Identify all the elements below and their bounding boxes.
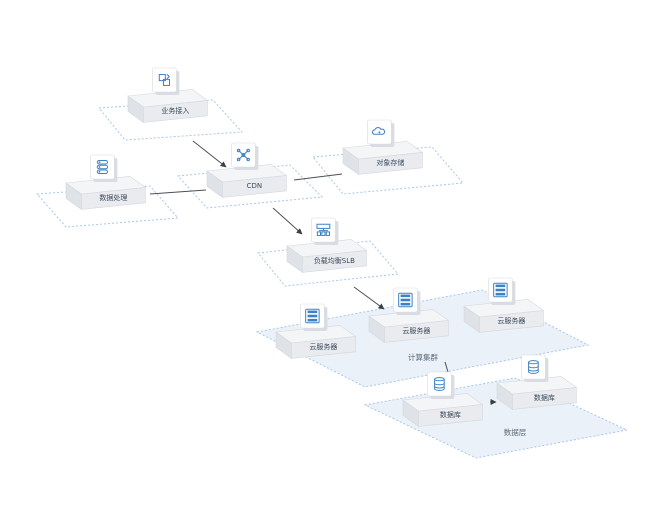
node-cdn-label: CDN [247,182,263,190]
node-server2-label: 云服务器 [402,326,430,335]
node-storage-label: 对象存储 [376,158,404,167]
group-data-platform [363,377,629,459]
cloud-icon [367,119,395,147]
node-slb-label: 负载均衡SLB [314,256,355,265]
node-processing-label: 数据处理 [99,193,127,202]
network-icon [231,142,259,170]
node-server1-label: 云服务器 [309,342,337,351]
edges [149,140,497,405]
edge-compute-data [444,361,449,373]
node-server1[interactable]: 云服务器 [275,303,357,359]
edge-slb-compute [353,286,385,310]
group-compute-label: 计算集群 [408,352,438,362]
node-db2-label: 数据库 [534,393,555,402]
server-icon [488,277,516,305]
node-db1-label: 数据库 [440,410,461,419]
node-business[interactable]: 业务接入 [127,67,209,123]
server-icon [393,287,421,315]
node-db1[interactable]: 数据库 [402,371,484,427]
node-cdn[interactable]: CDN [206,142,288,198]
node-business-label: 业务接入 [161,106,189,115]
edge-cdn-slb [272,207,303,235]
edge-cdn-storage [293,173,343,181]
edge-business-cdn [192,140,227,168]
group-data: 数据层 [363,377,629,459]
server-icon [300,303,328,331]
layers-icon [152,67,180,95]
node-server3-label: 云服务器 [497,316,525,325]
database-stack-icon [90,154,118,182]
platform-cdn [176,164,324,209]
database-icon [427,371,455,399]
edge-processing-cdn [149,189,207,195]
load-balancer-icon [311,217,339,245]
node-db2[interactable]: 数据库 [496,354,578,410]
group-data-label: 数据层 [504,427,527,437]
database-icon [521,354,549,382]
node-storage[interactable]: 对象存储 [342,119,424,175]
node-server3[interactable]: 云服务器 [463,277,545,333]
node-processing[interactable]: 数据处理 [65,154,147,210]
node-server2[interactable]: 云服务器 [368,287,450,343]
node-slb[interactable]: 负载均衡SLB [286,217,368,273]
